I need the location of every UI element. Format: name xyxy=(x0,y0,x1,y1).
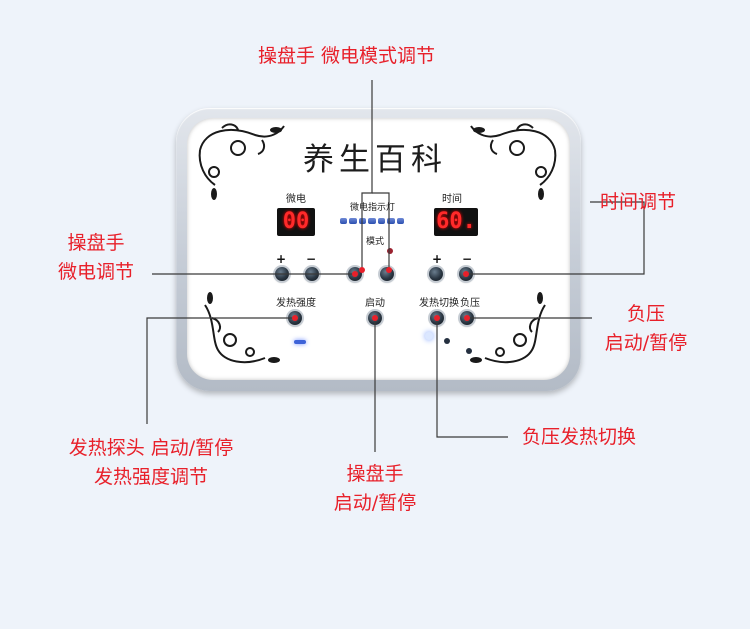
micro-plus-sign: + xyxy=(276,252,287,266)
callout-dot xyxy=(359,267,365,273)
callout-dot xyxy=(352,271,358,277)
mode-label: 模式 xyxy=(366,237,385,247)
time-plus-sign: + xyxy=(432,252,443,266)
callout-heat-probe-line2: 发热强度调节 xyxy=(93,466,208,488)
status-light-1 xyxy=(444,338,450,344)
callout-negative-start-line2: 启动/暂停 xyxy=(604,332,688,354)
callout-micro-adjust: 操盘手 微电调节 xyxy=(54,229,138,287)
time-minus-sign: − xyxy=(462,252,473,266)
callout-heat-probe-line1: 发热探头 启动/暂停 xyxy=(68,437,234,459)
callout-heat-switch: 负压发热切换 xyxy=(522,426,637,448)
control-panel-face xyxy=(187,118,570,380)
callout-micro-adjust-line1: 操盘手 xyxy=(67,232,125,254)
callout-dot xyxy=(463,271,469,277)
callout-negative-start: 负压 启动/暂停 xyxy=(592,300,700,358)
callout-time-adjust: 时间调节 xyxy=(600,191,677,213)
callout-center-start-line1: 操盘手 xyxy=(346,463,404,485)
negative-pressure-label: 负压 xyxy=(460,298,480,309)
callout-center-start-line2: 启动/暂停 xyxy=(333,492,417,514)
callout-dot xyxy=(434,315,440,321)
micro-minus-sign: − xyxy=(306,252,317,266)
callout-center-start: 操盘手 启动/暂停 xyxy=(322,460,428,518)
callout-micro-mode: 操盘手 微电模式调节 xyxy=(258,45,436,67)
time-label: 时间 xyxy=(442,194,462,205)
callout-dot xyxy=(386,267,392,273)
power-indicator-light xyxy=(425,332,433,340)
heat-strength-label: 发热强度 xyxy=(276,298,316,309)
heat-indicator-light xyxy=(294,340,306,344)
status-light-2 xyxy=(466,348,472,354)
indicator-label: 微电指示灯 xyxy=(350,203,396,213)
callout-negative-start-line1: 负压 xyxy=(626,303,665,325)
callout-dot xyxy=(464,315,470,321)
time-display: 60. xyxy=(434,208,478,236)
time-plus-knob[interactable] xyxy=(429,267,443,281)
callout-dot xyxy=(372,315,378,321)
micro-display: 00 xyxy=(277,208,315,236)
micro-label: 微电 xyxy=(286,194,306,205)
start-label: 启动 xyxy=(365,298,385,309)
mode-indicator-light xyxy=(387,248,393,254)
heat-switch-label: 发热切换 xyxy=(419,298,459,309)
callout-dot xyxy=(292,315,298,321)
callout-heat-probe: 发热探头 启动/暂停 发热强度调节 xyxy=(46,434,256,492)
callout-micro-adjust-line2: 微电调节 xyxy=(57,261,134,283)
